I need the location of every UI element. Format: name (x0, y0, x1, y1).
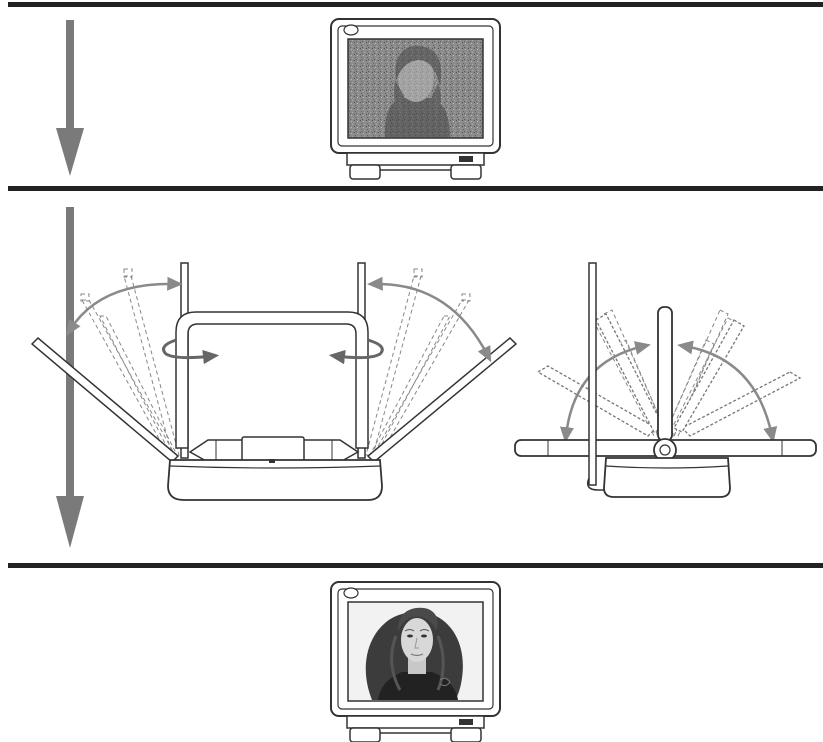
ghost-rods-right (365, 268, 471, 456)
antenna-base (167, 459, 383, 501)
rotate-arrow-left (162, 338, 220, 365)
motion-arc-right (367, 276, 492, 363)
down-arrow-short (56, 20, 84, 176)
side-motion-arc-right (677, 340, 778, 443)
divider-upper (8, 186, 823, 191)
rotate-arrow-right (328, 338, 384, 365)
side-loop-tilt-left (536, 313, 665, 437)
panel-dividers (8, 2, 823, 568)
tv-logo-icon-clear (343, 587, 359, 599)
tv-clear (330, 581, 501, 742)
tv-logo-icon (343, 24, 359, 36)
tv-base (346, 152, 485, 166)
antenna-front-view (30, 262, 518, 501)
side-base (603, 457, 731, 498)
rod-right-tilted (366, 336, 518, 464)
portrait-clear (365, 607, 463, 700)
antenna-side-view (514, 262, 817, 498)
rod-left-tilted (30, 336, 180, 464)
tv-noisy (330, 18, 501, 180)
side-loop-tilt-right (673, 319, 802, 437)
divider-lower (8, 563, 823, 568)
tv-base-clear (346, 715, 485, 729)
side-rod-vertical (588, 262, 597, 486)
divider-top (8, 2, 823, 7)
loop-antenna (175, 311, 369, 449)
down-arrow-long (56, 207, 84, 548)
side-loop-upright (657, 306, 673, 442)
motion-arc-left (66, 276, 183, 336)
portrait-noisy (384, 45, 450, 138)
